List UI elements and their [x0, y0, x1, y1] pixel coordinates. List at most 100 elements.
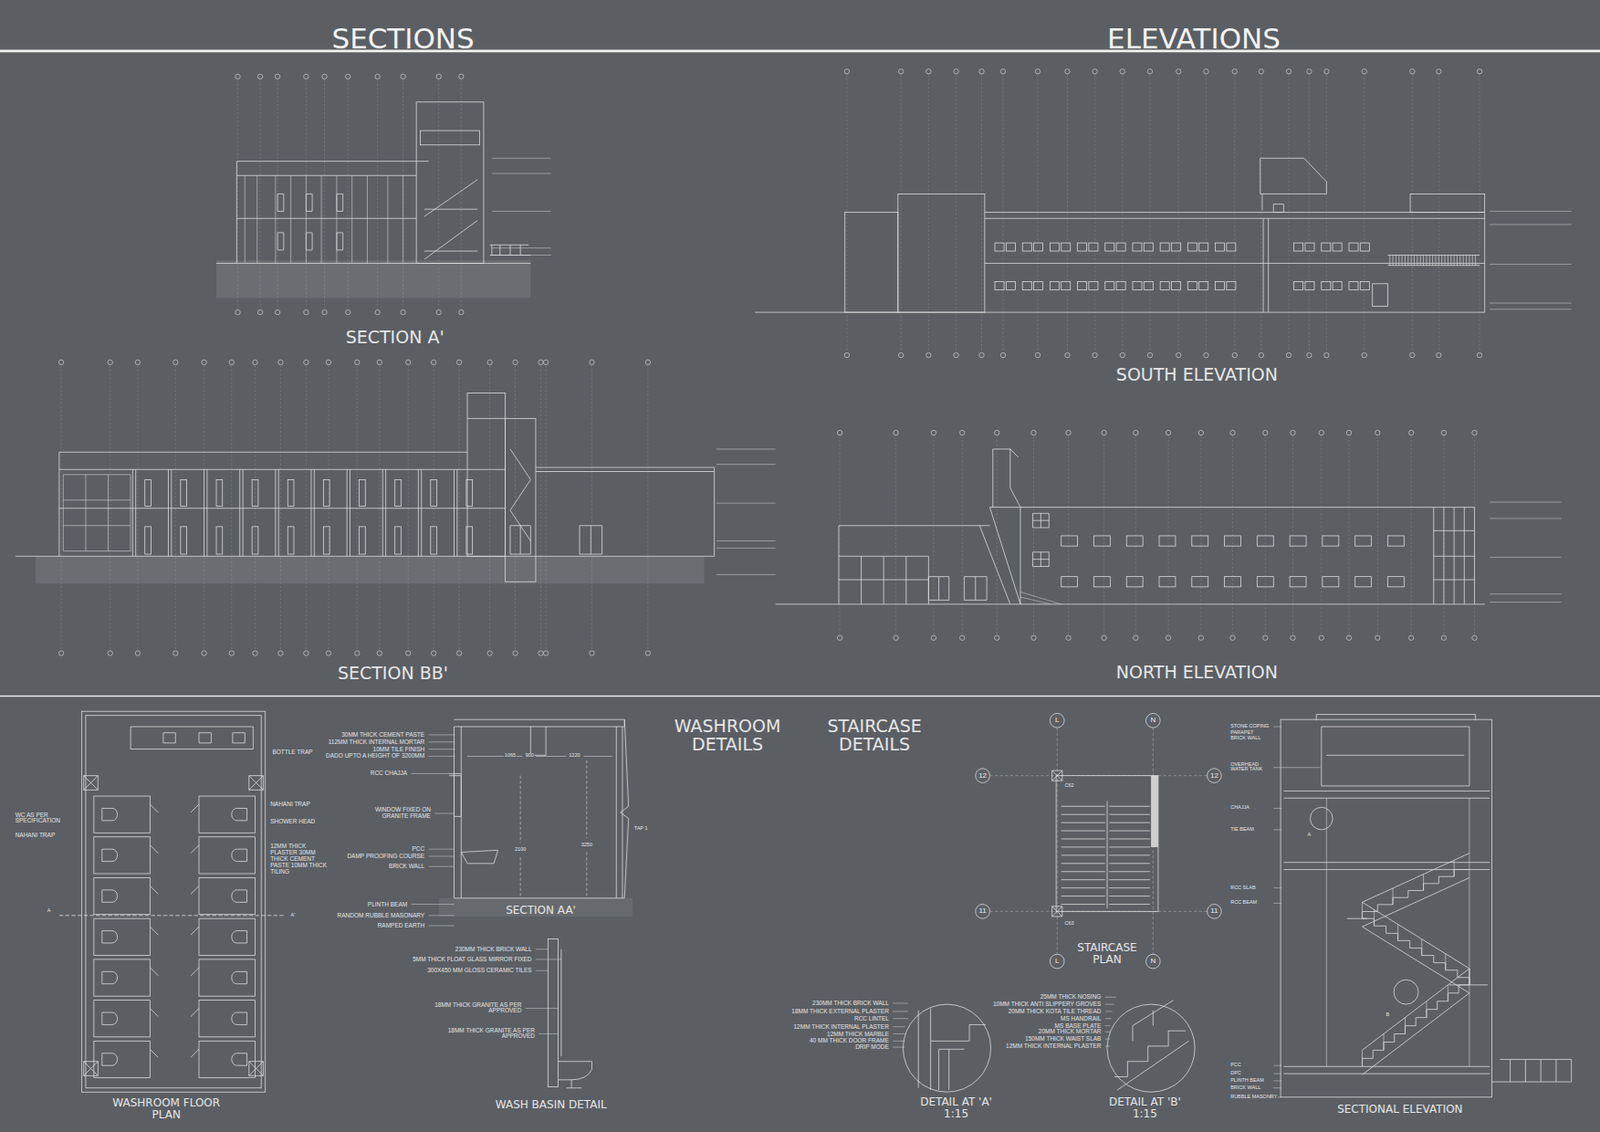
grid-bubble [400, 73, 406, 79]
grid-bubble [994, 429, 1000, 435]
window [1355, 576, 1372, 587]
window [1049, 242, 1059, 251]
grid-line [1265, 435, 1266, 635]
grid-bubble [1286, 69, 1291, 74]
window [1226, 282, 1236, 291]
drawing-title: SECTION BB' [337, 664, 449, 683]
grid-bubble [436, 309, 441, 314]
annotation: 12MM THICK INTERNAL PLASTER [792, 1023, 889, 1030]
annotation: BRICK WALL [387, 863, 426, 870]
grid-bubble [107, 650, 113, 656]
grid-bubble [201, 650, 207, 656]
window [1349, 242, 1359, 251]
baluster [1468, 254, 1470, 265]
column-lines [244, 175, 403, 263]
baluster [1447, 984, 1449, 1002]
grid-bubble [1263, 635, 1268, 640]
baluster [1456, 254, 1458, 265]
basins [163, 732, 245, 743]
grid-bubble [960, 429, 965, 435]
grid-line [305, 365, 307, 650]
window [1005, 282, 1015, 291]
baluster [1422, 874, 1424, 891]
door [287, 479, 294, 506]
grid-line [1479, 74, 1481, 353]
grid-label: N [1150, 716, 1156, 724]
grid-line [376, 79, 378, 310]
room-partition [204, 469, 208, 556]
window [1022, 282, 1032, 291]
grid-bubble [1133, 635, 1139, 640]
grid-bubble [1318, 635, 1324, 640]
grid-bubble [1198, 429, 1203, 435]
door [180, 479, 188, 506]
window [1294, 282, 1304, 291]
window [1061, 242, 1071, 251]
glazing [62, 474, 131, 552]
grid-line [540, 365, 542, 650]
baluster [1450, 254, 1452, 265]
baluster [1382, 1034, 1384, 1051]
tread [1108, 854, 1151, 856]
grid-line [1260, 74, 1262, 353]
detail-circle [1107, 1003, 1195, 1092]
grid-line [981, 74, 983, 353]
grid-bubble [1441, 429, 1446, 435]
basin [558, 949, 593, 1088]
detail-title: SECTION AA' [505, 904, 576, 917]
grid-bubble [994, 635, 1000, 640]
outline [1280, 719, 1492, 1098]
grid-bubble [487, 650, 492, 656]
grid-bubble [1203, 69, 1209, 74]
grid-bubble [1346, 635, 1351, 640]
grid-bubble [1198, 635, 1203, 640]
window [1116, 282, 1126, 291]
baluster [1444, 254, 1446, 265]
annotation: DADO UPTO A HEIGHT OF 3200MM [324, 752, 426, 760]
tread [1061, 870, 1106, 872]
baluster [1421, 939, 1423, 956]
dimension-note: A' [290, 912, 297, 919]
doors [928, 576, 987, 601]
grid-bubble [406, 359, 411, 365]
grid-bubble [1065, 69, 1070, 74]
columns [83, 775, 264, 1077]
room-partition [132, 469, 136, 556]
grid-bubble [456, 359, 461, 365]
annotation: RAMPED EARTH [376, 922, 427, 930]
grid-line [1411, 435, 1412, 635]
baluster [1389, 254, 1391, 265]
columns [1326, 797, 1470, 1067]
grid-line [1067, 435, 1069, 635]
grid-line [846, 74, 848, 353]
baluster [1434, 254, 1436, 265]
stair-flight [1362, 918, 1470, 985]
annotation: NAHANI TRAP [14, 831, 57, 838]
grid-bubble [1410, 69, 1415, 74]
section-bb [15, 392, 776, 584]
grid-bubble [1410, 352, 1415, 357]
door [323, 479, 330, 506]
tread [1108, 862, 1151, 864]
grid-bubble [345, 309, 351, 314]
dimension-note: RCC SLAB [1229, 885, 1257, 891]
door [251, 479, 259, 506]
grid-bubble [975, 904, 991, 920]
handrail [1362, 901, 1470, 969]
window [1088, 242, 1099, 251]
baluster [1438, 254, 1440, 265]
grid-bubble [1065, 352, 1070, 357]
baluster [1441, 254, 1443, 265]
wc-fixture [102, 971, 118, 984]
window [1132, 242, 1142, 251]
grid-line [839, 435, 841, 635]
door [251, 526, 259, 555]
baluster [1416, 254, 1418, 265]
drawing-title: NORTH ELEVATION [1116, 663, 1278, 682]
grid-bubble [538, 650, 544, 656]
outer-wall [81, 711, 265, 1092]
window [1077, 242, 1088, 251]
tread [1108, 837, 1151, 839]
grid-bubble [1092, 352, 1098, 357]
tread [1061, 903, 1106, 905]
